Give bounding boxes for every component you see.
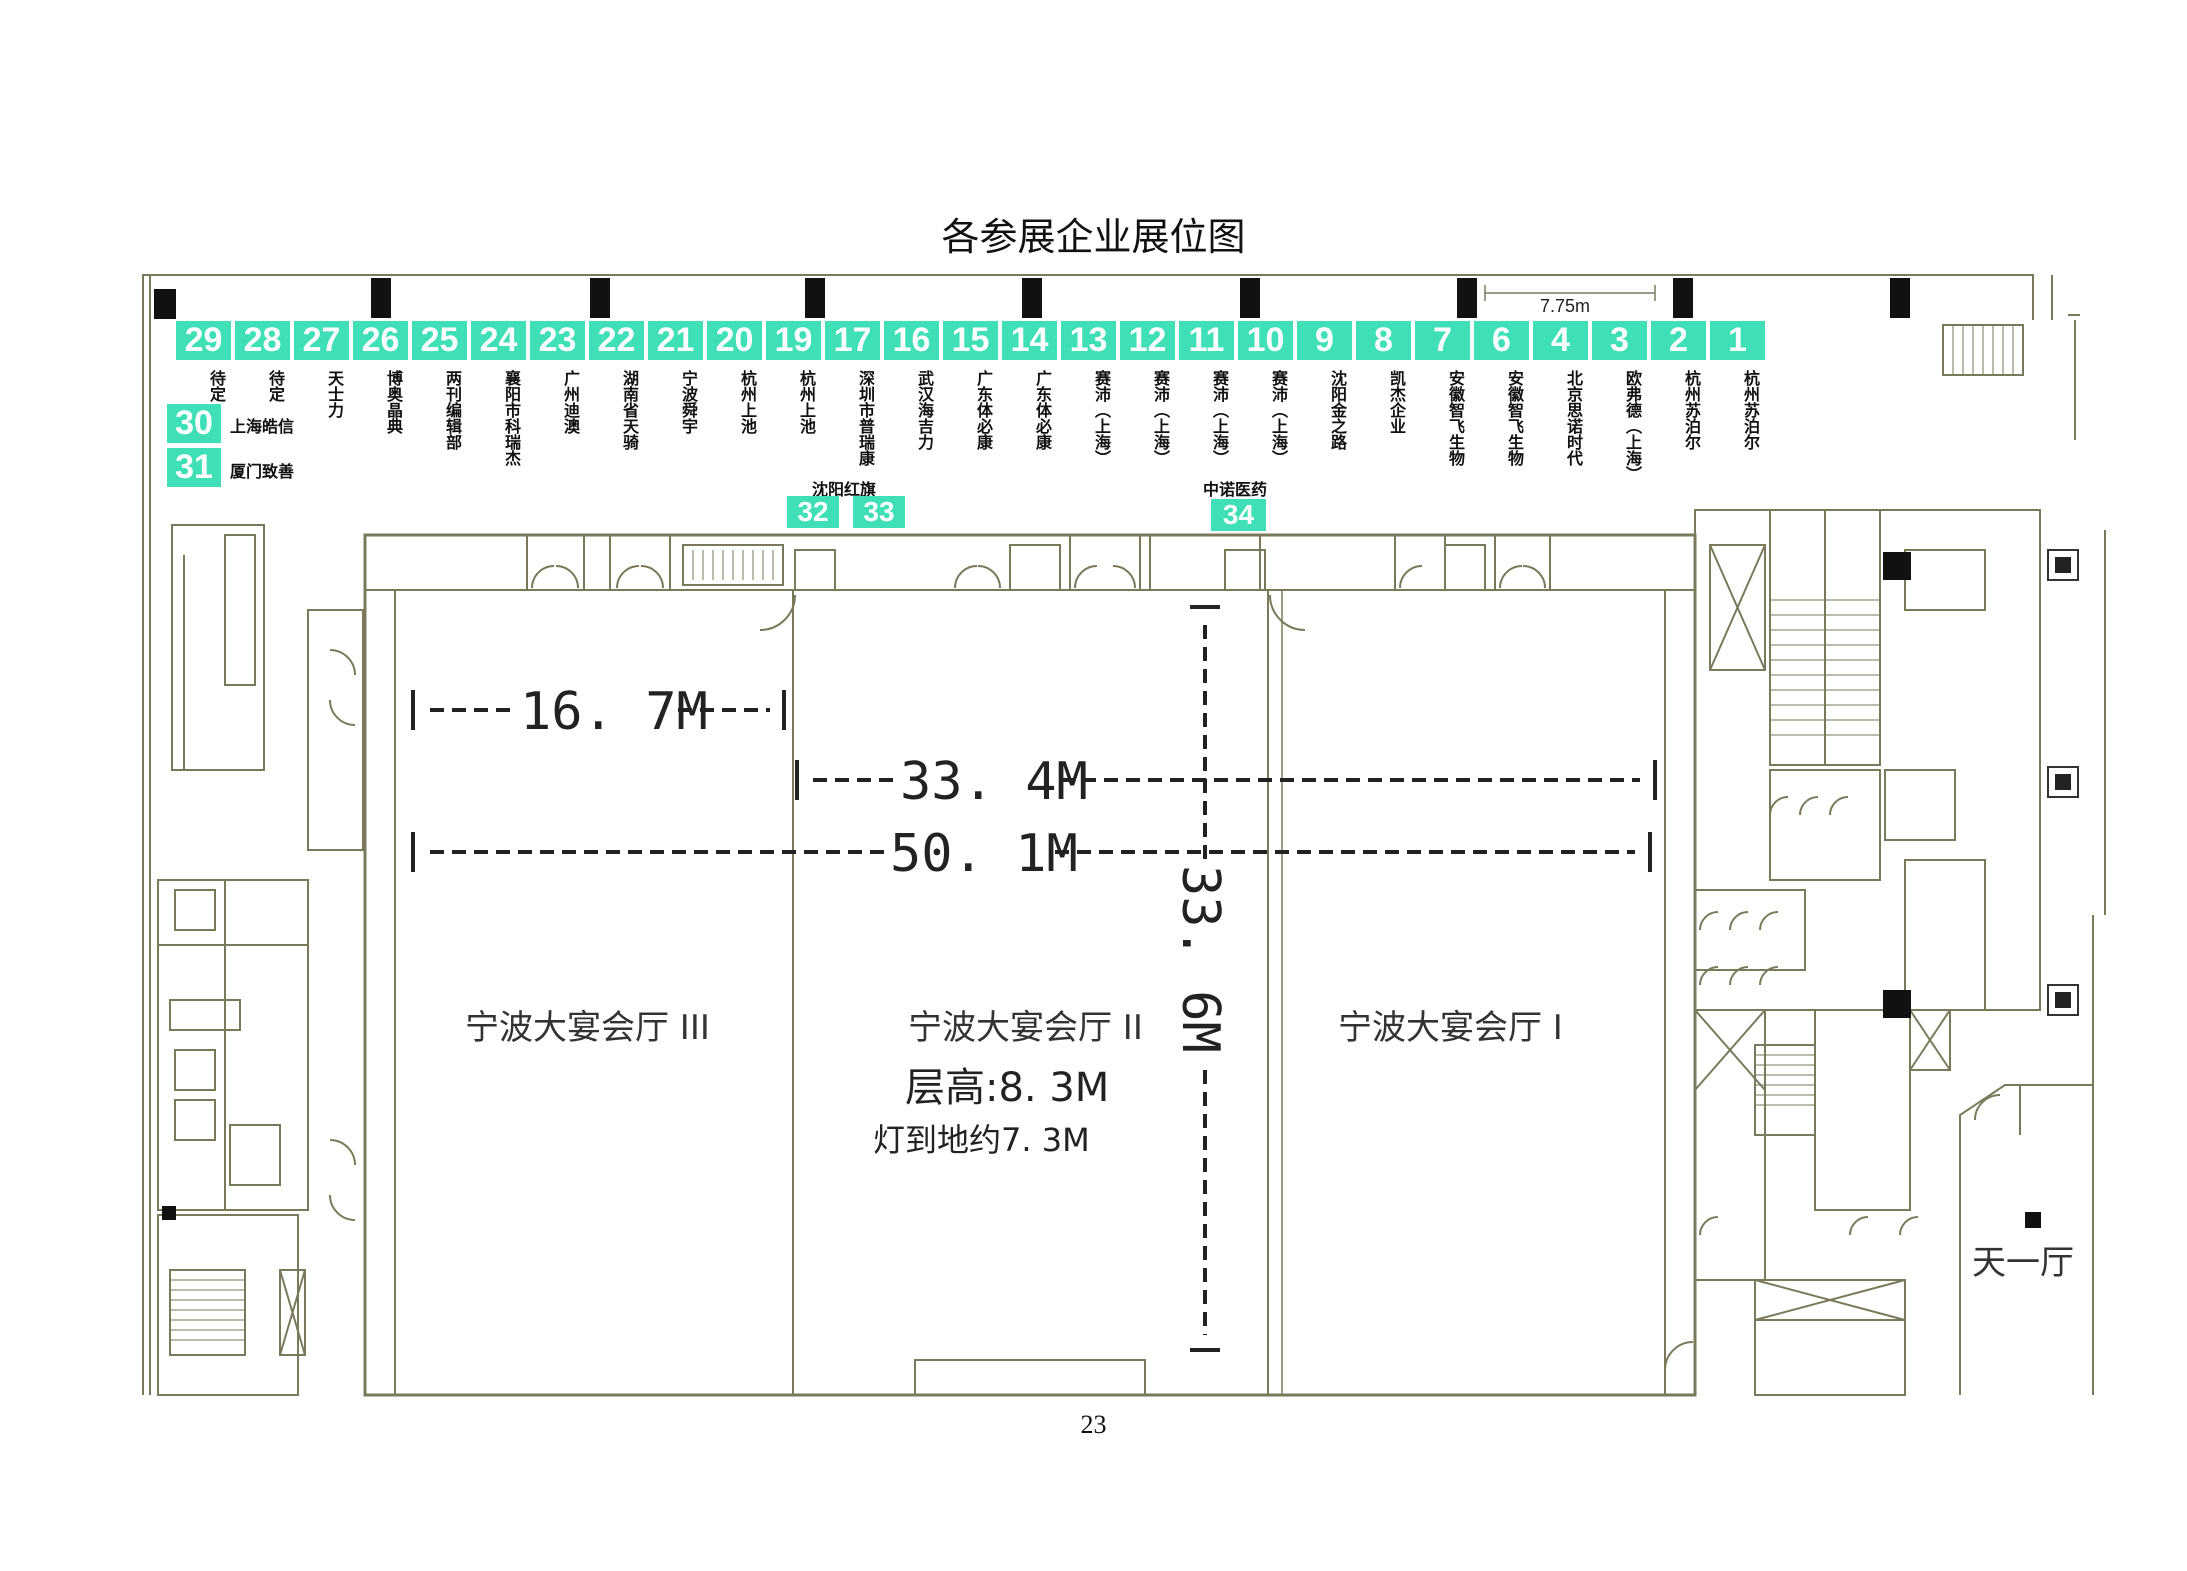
booth-company: 凯杰企业	[1387, 370, 1406, 434]
booth-number[interactable]: 6	[1474, 321, 1529, 360]
booth-company: 沈阳红旗	[812, 480, 877, 499]
booth-number[interactable]: 2	[1651, 321, 1706, 360]
booth-number[interactable]: 27	[294, 321, 349, 360]
booth-company: 安徽智飞生物	[1446, 370, 1465, 466]
booth-company: 广州迪澳	[561, 370, 580, 434]
booth-company: 赛沛（上海）	[1092, 370, 1111, 466]
booth-number[interactable]: 13	[1061, 321, 1116, 360]
booth-company: 杭州上池	[797, 370, 816, 434]
booth-company: 杭州上池	[738, 370, 757, 434]
booth-number[interactable]: 3	[1592, 321, 1647, 360]
booth-company: 杭州苏泊尔	[1741, 370, 1760, 450]
booth-company: 安徽智飞生物	[1505, 370, 1524, 466]
booth-number[interactable]: 1	[1710, 321, 1765, 360]
booth-company: 赛沛（上海）	[1151, 370, 1170, 466]
dimension-33-4: 33. 4M	[900, 752, 1088, 812]
booth-company: 待定	[207, 370, 226, 402]
dimension-50-1: 50. 1M	[890, 824, 1078, 884]
booth-company: 待定	[266, 370, 285, 402]
page-title: 各参展企业展位图	[941, 215, 1246, 259]
booth-number[interactable]: 34	[1211, 499, 1266, 531]
booth-company: 深圳市普瑞康	[856, 370, 875, 466]
booth-company: 襄阳市科瑞杰	[502, 370, 521, 466]
booth-company: 天士力	[325, 370, 344, 418]
booth-number[interactable]: 14	[1002, 321, 1057, 360]
booth-number[interactable]: 16	[884, 321, 939, 360]
booth-company: 广东体必康	[974, 370, 993, 450]
booth-company: 上海皓信	[230, 417, 295, 436]
booth-number[interactable]: 12	[1120, 321, 1175, 360]
booth-number[interactable]: 10	[1238, 321, 1293, 360]
booth-company: 欧弗德（上海）	[1623, 370, 1642, 482]
booth-number[interactable]: 25	[412, 321, 467, 360]
booth-number[interactable]: 23	[530, 321, 585, 360]
booth-number[interactable]: 22	[589, 321, 644, 360]
booth-number[interactable]: 21	[648, 321, 703, 360]
booth-number[interactable]: 17	[825, 321, 880, 360]
booth-company: 宁波舜宇	[679, 370, 698, 434]
dimension-16-7: 16. 7M	[520, 682, 708, 742]
hall-label-2: 宁波大宴会厅 II	[908, 1008, 1143, 1048]
ceiling-height: 层高:8. 3M	[905, 1065, 1110, 1111]
booth-number[interactable]: 31	[167, 448, 221, 487]
booth-number[interactable]: 28	[235, 321, 290, 360]
booth-number[interactable]: 24	[471, 321, 526, 360]
booth-number[interactable]: 20	[707, 321, 762, 360]
page-number: 23	[1080, 1410, 1107, 1439]
booth-company: 赛沛（上海）	[1210, 370, 1229, 466]
booth-company: 杭州苏泊尔	[1682, 370, 1701, 450]
hall-label-3: 宁波大宴会厅 III	[465, 1008, 710, 1048]
dimension-33-6: 33. 6M	[1170, 865, 1230, 1053]
booth-number[interactable]: 7	[1415, 321, 1470, 360]
booth-company: 厦门致善	[230, 462, 295, 481]
booth-company: 武汉海吉力	[915, 370, 934, 450]
booth-number[interactable]: 29	[176, 321, 231, 360]
booth-company: 博奥晶典	[384, 370, 403, 434]
booth-company: 赛沛（上海）	[1269, 370, 1288, 466]
booth-number[interactable]: 33	[853, 496, 905, 528]
booth-number[interactable]: 11	[1179, 321, 1234, 360]
booth-company: 北京思诺时代	[1564, 370, 1583, 466]
scale-label: 7.75m	[1540, 296, 1591, 316]
booth-company: 两刊编辑部	[443, 370, 462, 450]
lamp-height: 灯到地约7. 3M	[873, 1121, 1090, 1159]
booth-number[interactable]: 32	[787, 496, 839, 528]
booth-number[interactable]: 19	[766, 321, 821, 360]
booth-company: 沈阳金之路	[1328, 370, 1347, 450]
hall-label-1: 宁波大宴会厅 I	[1338, 1008, 1563, 1048]
booth-number[interactable]: 4	[1533, 321, 1588, 360]
room-label-tianyi: 天一厅	[1972, 1243, 2074, 1283]
booth-number[interactable]: 9	[1297, 321, 1352, 360]
booth-number[interactable]: 26	[353, 321, 408, 360]
booth-company: 中诺医药	[1203, 480, 1268, 499]
booth-company: 广东体必康	[1033, 370, 1052, 450]
booth-number[interactable]: 30	[167, 404, 221, 443]
booth-number[interactable]: 8	[1356, 321, 1411, 360]
booth-company: 湖南省天骑	[620, 370, 639, 450]
booth-number[interactable]: 15	[943, 321, 998, 360]
